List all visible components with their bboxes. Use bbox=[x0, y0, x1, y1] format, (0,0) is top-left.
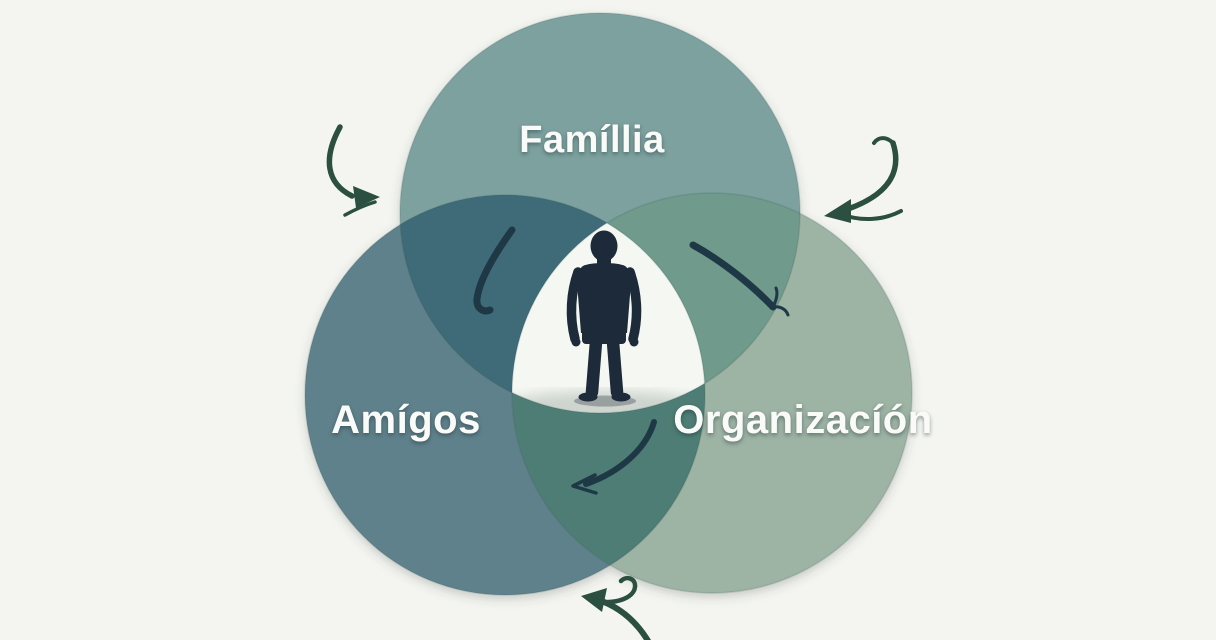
label-familia: Famíllia bbox=[519, 119, 665, 161]
circle-organizacion-rim bbox=[511, 192, 913, 594]
person-foot-right bbox=[611, 392, 631, 402]
person-hand-left bbox=[571, 337, 581, 347]
curved-arrow-amigos-organizacion-icon bbox=[571, 419, 657, 495]
curved-arrow-bottom-center-icon bbox=[581, 575, 651, 640]
person-hips bbox=[582, 327, 626, 344]
person-neck bbox=[597, 257, 611, 266]
circle-familia-rim bbox=[399, 12, 801, 414]
person-leg-left bbox=[585, 335, 603, 399]
curved-arrow-top-left-icon bbox=[326, 124, 380, 217]
label-organizacion: Organizacíón bbox=[673, 398, 932, 442]
person-arm-right bbox=[625, 267, 642, 344]
person-head bbox=[590, 230, 618, 262]
curved-stroke-familia-amigos-icon bbox=[473, 226, 516, 315]
person-foot-left bbox=[578, 392, 598, 402]
curved-stroke-familia-organizacion-icon bbox=[689, 241, 790, 317]
circle-amigos-rim bbox=[304, 194, 706, 596]
person-arm-left bbox=[566, 267, 583, 344]
curved-arrow-top-right-icon bbox=[824, 136, 903, 223]
person-torso bbox=[577, 263, 631, 333]
person-silhouette bbox=[566, 230, 642, 407]
person-leg-right bbox=[606, 335, 624, 399]
label-amigos: Amígos bbox=[331, 398, 481, 442]
center-floor-shading bbox=[512, 391, 705, 413]
person-hand-right bbox=[629, 337, 639, 347]
